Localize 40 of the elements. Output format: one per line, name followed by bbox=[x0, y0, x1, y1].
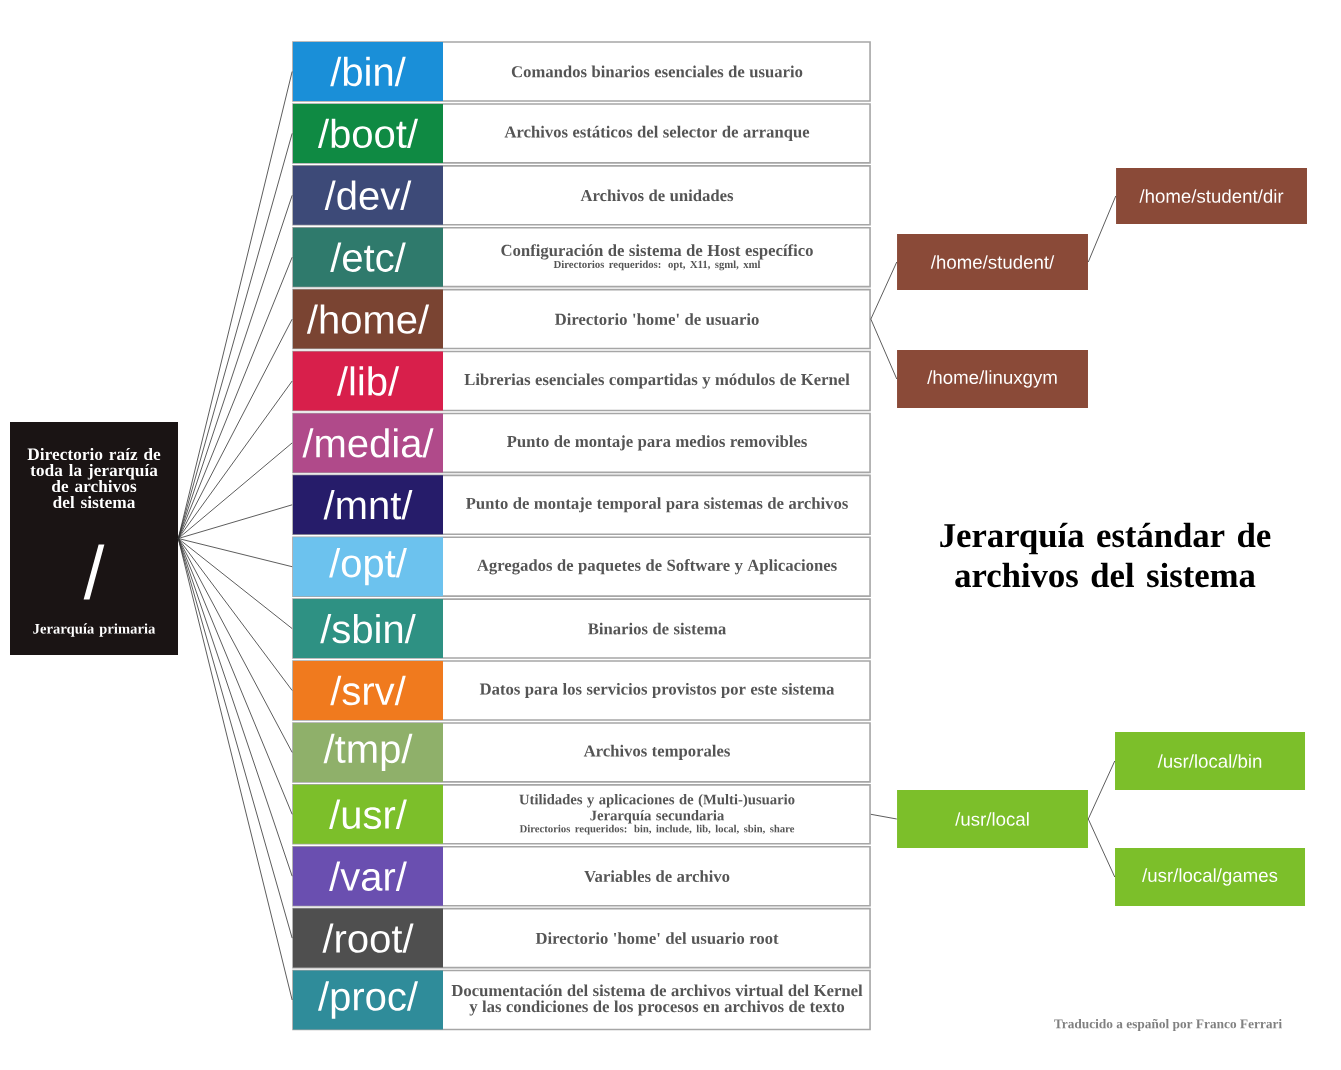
connector-line bbox=[1087, 195, 1117, 263]
directory-row: /lib/ Librerias esenciales compartidas y módulos de Kernel bbox=[292, 350, 871, 412]
connector-line bbox=[177, 538, 293, 691]
directory-row: /root/ Directorio 'home' del usuario root bbox=[292, 907, 871, 969]
directory-row: /home/ Directorio 'home' de usuario bbox=[292, 288, 871, 350]
directory-row: /media/ Punto de montaje para medios removibles bbox=[292, 412, 871, 474]
connector-line bbox=[177, 538, 293, 629]
connector-line bbox=[177, 538, 293, 753]
title: Jerarquía estándar de archivos del sistema bbox=[940, 522, 1271, 588]
connector-line bbox=[177, 442, 293, 539]
directory-row: /var/ Variables de archivo bbox=[292, 845, 871, 907]
directory-row: /opt/ Agregados de paquetes de Software y Aplicaciones bbox=[292, 536, 871, 597]
connector-line bbox=[177, 538, 293, 568]
directory-box: /usr/local/bin bbox=[1115, 732, 1305, 790]
root-box: Directorio raíz de toda la jerarquía de archivos del sistema / Jerarquía primaria bbox=[10, 421, 178, 656]
directory-box: /usr/local/games bbox=[1115, 848, 1305, 906]
connector-line bbox=[870, 813, 898, 820]
directory-box: /home/student/dir bbox=[1116, 168, 1307, 224]
directory-row: /boot/ Archivos estáticos del selector de arranque bbox=[292, 103, 871, 164]
connector-line bbox=[870, 318, 898, 380]
connector-line bbox=[870, 261, 898, 320]
connector-line bbox=[1087, 760, 1116, 820]
directory-row: /usr/ Utilidades y aplicaciones de (Multi-)usuario Jerarquía secundaria Directorios requeridos: bin, include, lib, local, sbin, share bbox=[292, 784, 871, 845]
directory-row: /tmp/ Archivos temporales bbox=[292, 722, 871, 783]
connector-line bbox=[1087, 818, 1116, 878]
directory-row: /proc/ Documentación del sistema de archivos virtual del Kernel y las condiciones de los procesos en archivos de texto bbox=[292, 969, 871, 1031]
directory-row: /mnt/ Punto de montaje temporal para sistemas de archivos bbox=[292, 474, 871, 536]
directory-box: /home/linuxgym bbox=[897, 350, 1088, 408]
connector-line bbox=[177, 256, 293, 539]
connector-line bbox=[177, 318, 293, 539]
directory-box: /home/student/ bbox=[897, 234, 1088, 290]
directory-row: /dev/ Archivos de unidades bbox=[292, 165, 871, 226]
connector-line bbox=[177, 380, 293, 539]
credit-note: Traducido a español por Franco Ferrari bbox=[1054, 1018, 1282, 1032]
directory-row: /bin/ Comandos binarios esenciales de usuario bbox=[292, 41, 871, 102]
directory-box: /usr/local bbox=[897, 790, 1088, 848]
directory-row: /srv/ Datos para los servicios provistos por este sistema bbox=[292, 660, 871, 721]
directory-row: /sbin/ Binarios de sistema bbox=[292, 598, 871, 659]
connector-line bbox=[177, 504, 293, 539]
directory-row: /etc/ Configuración de sistema de Host específico Directorios requeridos: opt, X11, sgml, xml bbox=[292, 226, 871, 288]
